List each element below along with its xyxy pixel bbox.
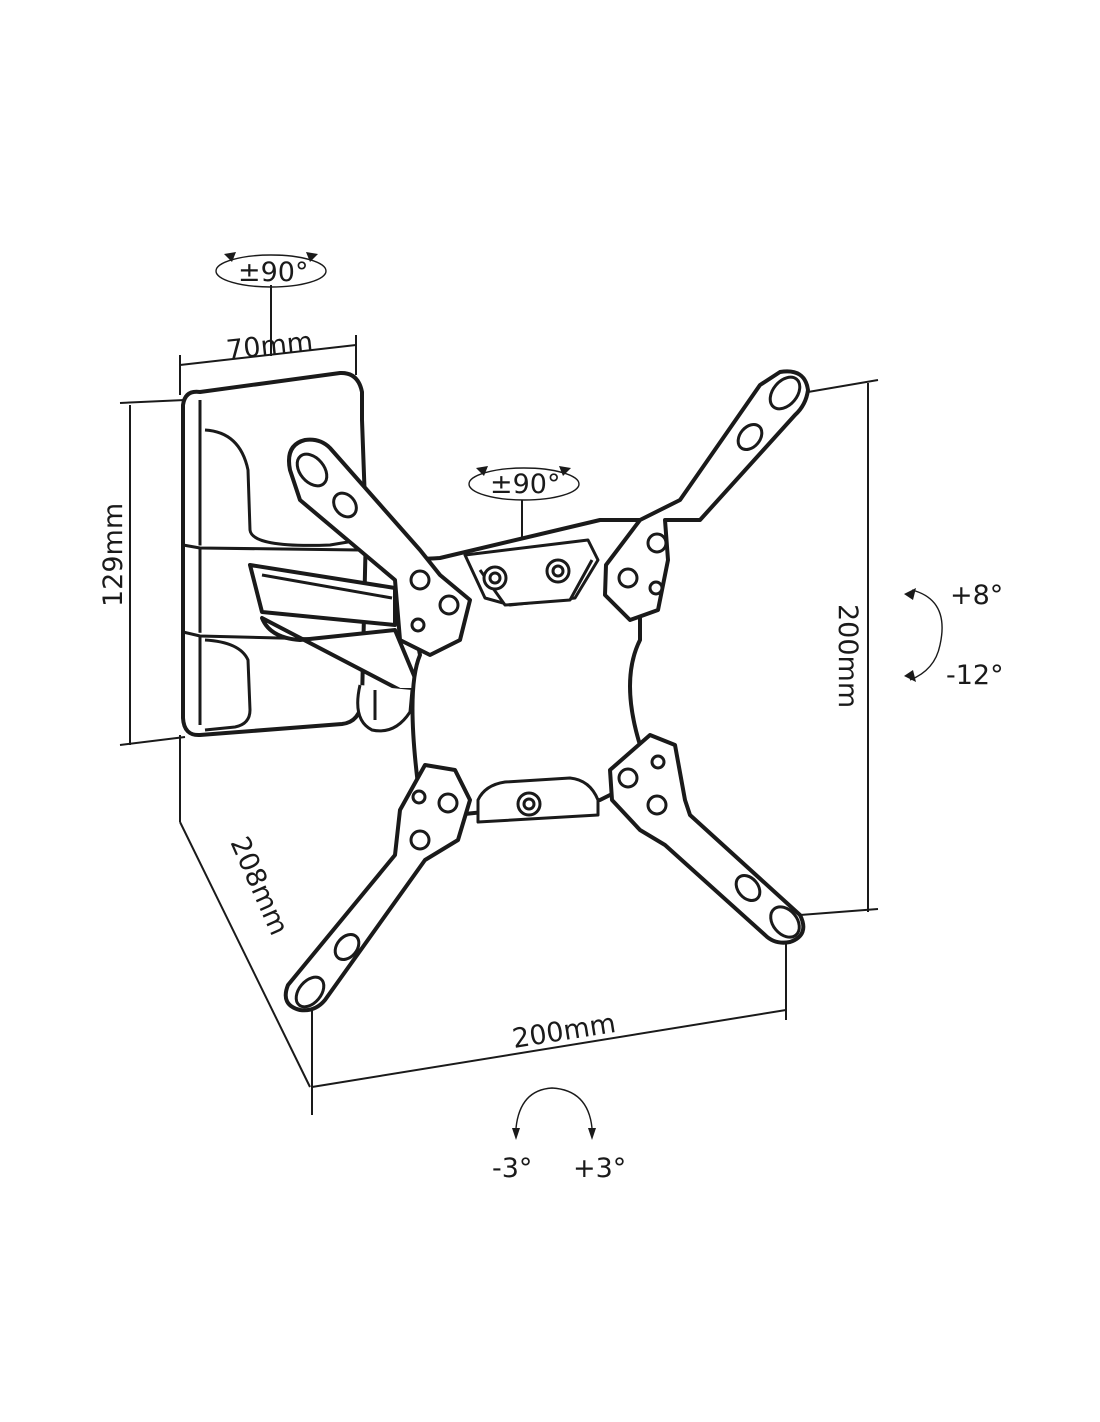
dimension-lines [119, 285, 879, 1115]
rotation-icon-top [215, 252, 327, 288]
level-arrow-icon [512, 1087, 596, 1140]
level-minus-label: -3° [492, 1153, 532, 1184]
tilt-up-label: +8° [950, 580, 1003, 611]
tilt-arrow-icon [904, 588, 943, 682]
width-top-label: 70mm [225, 326, 315, 366]
swing-arm [248, 563, 422, 733]
depth-label: 208mm [224, 832, 295, 940]
vesa-arm-bottom-right [608, 733, 806, 945]
wall-plate [181, 370, 368, 738]
vesa-height-label: 200mm [832, 604, 863, 708]
height-left-label: 129mm [98, 503, 129, 607]
level-plus-label: +3° [573, 1153, 626, 1184]
vesa-width-label: 200mm [510, 1008, 618, 1055]
tilt-down-label: -12° [946, 660, 1004, 691]
vesa-arm-bottom-left [283, 763, 472, 1013]
vesa-arm-top-left [287, 437, 472, 657]
vesa-arm-top-right [603, 369, 810, 622]
center-rotation-label: ±90° [490, 469, 560, 500]
top-rotation-label: ±90° [238, 257, 308, 288]
rotation-icon-center [468, 466, 580, 501]
